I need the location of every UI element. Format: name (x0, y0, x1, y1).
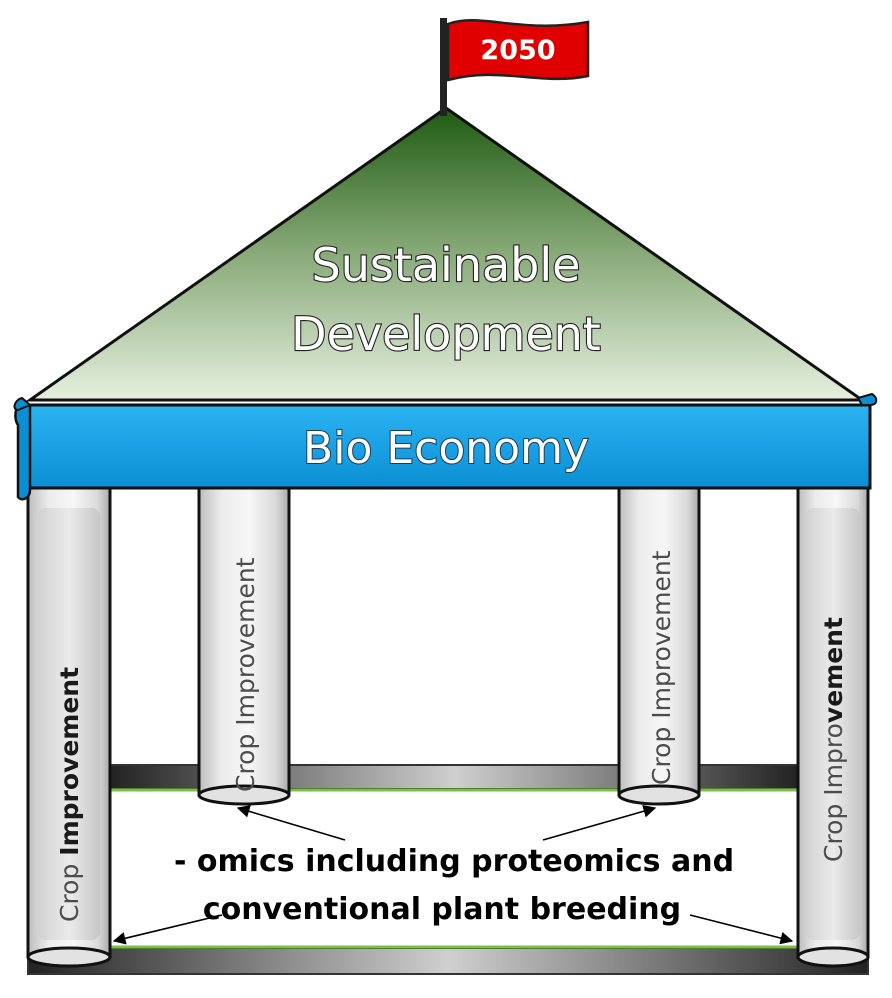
pillar-back-left-label: Crop Improvement (231, 557, 260, 792)
pillar-front-right-label-b: vement (819, 617, 848, 723)
arrow-to-back-right-pillar (542, 805, 657, 841)
flag-label: 2050 (480, 35, 555, 66)
bio-economy-label: Bio Economy (303, 423, 589, 474)
caption-line1: - omics including proteomics and (174, 844, 734, 879)
pillar-back-left: Crop Improvement (197, 485, 291, 806)
pillar-front-left-label-a: Crop (55, 856, 84, 922)
arrow-to-front-left-pillar (112, 914, 223, 945)
pillar-front-left: Crop Improvement (26, 485, 112, 968)
pillar-back-right-label: Crop Improvement (647, 550, 676, 785)
pillar-front-right-label: Crop Improvement (819, 617, 848, 862)
roof-title-line1: Sustainable (312, 238, 581, 292)
arrow-to-back-left-pillar (236, 805, 346, 841)
pillar-front-right: Crop Improvement (796, 485, 870, 968)
flag: 2050 (440, 18, 590, 116)
front-floor-bar (27, 945, 869, 975)
pillar-front-right-label-a: Crop Impro (819, 723, 848, 862)
roof-title-line2: Development (291, 307, 601, 361)
roof: Sustainable Development (25, 106, 867, 402)
pillar-front-left-label: Crop Improvement (55, 667, 84, 922)
caption-line2: conventional plant breeding (203, 892, 681, 927)
pillar-front-left-label-b: Improvement (55, 667, 84, 856)
bio-economy-beam: Bio Economy (13, 392, 878, 501)
pillar-back-right: Crop Improvement (617, 485, 701, 806)
arrow-to-front-right-pillar (689, 914, 794, 945)
